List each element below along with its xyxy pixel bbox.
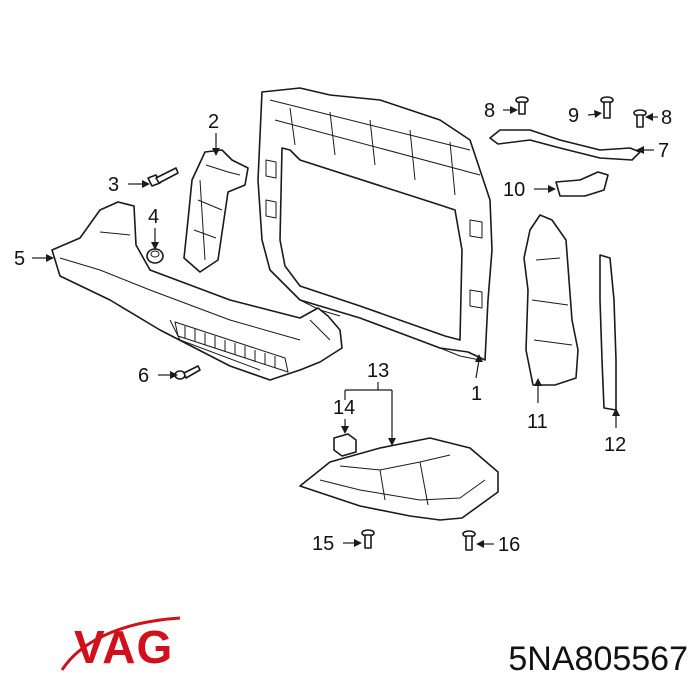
fastener-6-screw [174,365,201,380]
callout-1: 1 [471,383,482,405]
underbody-cover [299,437,499,521]
fastener-8a-bolt [515,96,529,115]
callout-13: 13 [367,360,389,382]
fastener-4-nut [146,248,164,264]
small-bracket [555,171,609,197]
callout-11: 11 [527,411,548,433]
lower-crossmember [51,201,343,381]
air-duct [523,214,579,386]
brand-logo: VAG [74,621,174,673]
fastener-9-bolt [600,96,614,119]
fastener-3-bolt [147,167,179,187]
callout-12: 12 [604,434,626,456]
callout-16: 16 [498,534,520,556]
callout-7: 7 [658,140,669,162]
callout-14: 14 [333,397,355,419]
radiator-support-frame [257,87,493,361]
fastener-16-bolt [462,530,476,551]
cover-clip [333,433,357,457]
upper-strip [489,129,641,161]
part-number: 5NA805567 [508,640,688,678]
leader-lines [32,106,658,548]
callout-8a: 8 [484,100,495,122]
callout-9: 9 [568,105,579,127]
callout-5: 5 [14,248,25,270]
callout-2: 2 [208,111,219,133]
side-bracket [183,149,249,273]
callout-3: 3 [108,174,119,196]
callout-10: 10 [503,179,525,201]
fastener-8b-bolt [633,109,647,128]
callout-15: 15 [312,533,334,555]
side-seal-strip [599,254,617,411]
callout-8b: 8 [661,107,672,129]
callout-6: 6 [138,365,149,387]
callout-4: 4 [148,206,159,228]
brand-logo-swoosh-icon [60,616,181,671]
fastener-15-bolt [361,529,375,549]
